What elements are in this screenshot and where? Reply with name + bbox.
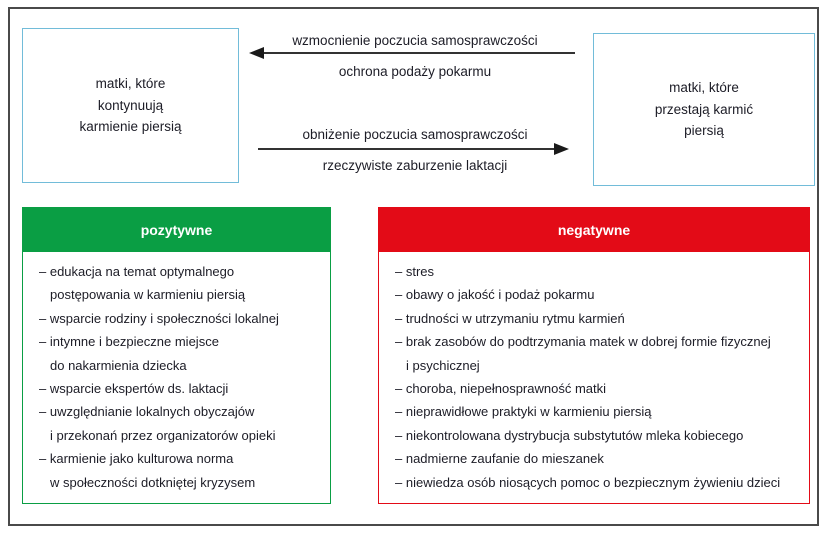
right-arrow-line	[258, 148, 555, 150]
right-arrowhead-icon	[554, 143, 569, 155]
box-mothers-stop: matki, które przestają karmić piersią	[593, 33, 815, 186]
panel-negative: negatywne – stres – obawy o jakość i pod…	[378, 207, 810, 504]
list-item: – nadmierne zaufanie do mieszanek	[395, 451, 604, 467]
panel-negative-header: negatywne	[378, 207, 810, 252]
list-item: – nieprawidłowe praktyki w karmieniu pie…	[395, 404, 652, 420]
list-item: – wsparcie rodziny i społeczności lokaln…	[39, 310, 279, 326]
box-mothers-continue: matki, które kontynuują karmienie piersi…	[22, 28, 239, 183]
left-arrow-line	[262, 52, 575, 54]
panel-positive-header: pozytywne	[22, 207, 331, 252]
panel-positive-title: pozytywne	[140, 221, 213, 238]
left-arrow-label-above: wzmocnienie poczucia samosprawczości	[292, 33, 538, 48]
list-item: – niekontrolowana dystrybucja substytutó…	[395, 427, 744, 443]
box-mothers-continue-label: matki, które kontynuują karmienie piersi…	[79, 76, 182, 135]
list-item: – uwzględnianie lokalnych obyczajów i pr…	[39, 404, 276, 443]
list-item: – choroba, niepełnosprawność matki	[395, 381, 607, 397]
right-arrow-label-above: obniżenie poczucia samosprawczości	[302, 127, 528, 142]
list-item: – niewiedza osób niosących pomoc o bezpi…	[395, 474, 781, 490]
list-item: – stres	[395, 264, 435, 279]
box-mothers-stop-label: matki, które przestają karmić piersią	[654, 80, 754, 139]
panel-positive-list: – edukacja na temat optymalnego postępow…	[23, 253, 330, 503]
list-item: – wsparcie ekspertów ds. laktacji	[39, 381, 229, 397]
list-item: – brak zasobów do podtrzymania matek w d…	[395, 334, 771, 373]
list-item: – trudności w utrzymaniu rytmu karmień	[395, 310, 625, 326]
right-arrow-label-below: rzeczywiste zaburzenie laktacji	[322, 158, 508, 173]
figure-frame	[8, 7, 819, 526]
list-item: – edukacja na temat optymalnego postępow…	[39, 264, 246, 303]
list-item: – karmienie jako kulturowa norma w społe…	[39, 451, 256, 490]
left-arrowhead-icon	[249, 47, 264, 59]
list-item: – obawy o jakość i podaż pokarmu	[395, 287, 595, 303]
panel-negative-title: negatywne	[557, 221, 631, 238]
panel-negative-list: – stres – obawy o jakość i podaż pokarmu…	[379, 253, 809, 503]
panel-positive: pozytywne – edukacja na temat optymalneg…	[22, 207, 331, 504]
left-arrow-label-below: ochrona podaży pokarmu	[338, 64, 492, 79]
list-item: – intymne i bezpieczne miejsce do nakarm…	[39, 334, 219, 373]
